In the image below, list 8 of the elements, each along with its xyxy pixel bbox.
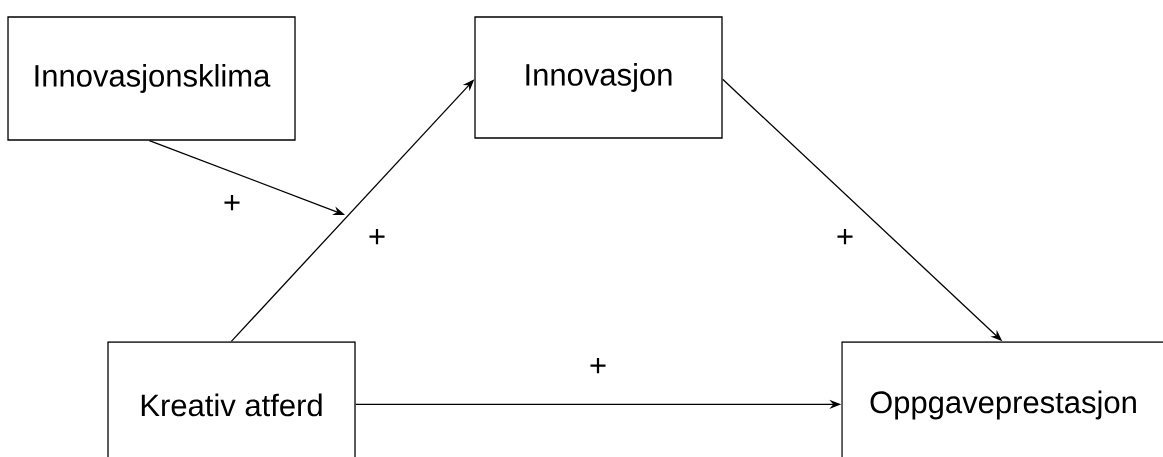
concept-box: Kreativ atferd: [107, 341, 356, 457]
concept-box: Innovasjon: [474, 16, 723, 139]
edge-label: +: [834, 228, 856, 248]
edge-label: +: [221, 194, 243, 214]
concept-box: Oppgaveprestasjon: [841, 341, 1163, 457]
edge-label: +: [366, 228, 388, 248]
edge-label: +: [587, 357, 609, 377]
concept-box: Innovasjonsklima: [7, 16, 296, 141]
